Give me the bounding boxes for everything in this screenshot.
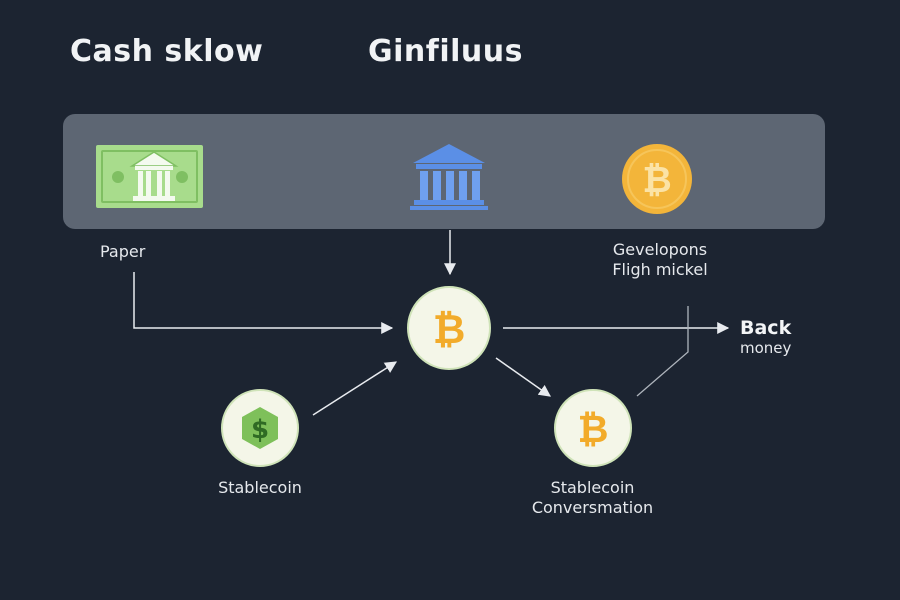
label-stablecoin-conversion-line2: Conversmation: [531, 498, 654, 517]
bitcoin-icon: ₿: [578, 407, 609, 451]
label-stablecoin-conversion-line1: Stablecoin: [550, 478, 635, 497]
label-back: Back: [740, 317, 792, 339]
label-paper: Paper: [100, 242, 146, 261]
label-developons: Gevelopons Fligh mickel: [585, 240, 735, 280]
arrow-hub-to-conversion: [495, 357, 551, 397]
conversion-bitcoin-node: ₿: [554, 389, 632, 467]
label-back-money: Back money: [740, 318, 791, 358]
bitcoin-icon: ₿: [622, 144, 692, 214]
bitcoin-icon: ₿: [433, 307, 466, 353]
banknote-icon: [96, 145, 203, 208]
label-developons-line1: Gevelopons: [612, 240, 708, 259]
label-money: money: [740, 339, 792, 357]
bank-icon: [410, 144, 488, 210]
stablecoin-node: $: [221, 389, 299, 467]
label-stablecoin: Stablecoin: [218, 478, 302, 497]
bitcoin-symbol: ₿: [642, 160, 671, 201]
title-cash-flow: Cash sklow: [70, 34, 264, 69]
label-stablecoin-conversion: Stablecoin Conversmation: [510, 478, 675, 518]
hub-bitcoin-node: ₿: [407, 286, 491, 370]
dollar-symbol: $: [251, 415, 269, 445]
label-developons-line2: Fligh mickel: [612, 260, 708, 279]
stablecoin-icon: [242, 407, 278, 449]
arrow-stablecoin-to-hub: [312, 361, 398, 416]
title-ginfiluus: Ginfiluus: [368, 34, 523, 69]
arrow-paper-to-hub: [133, 272, 394, 334]
line-conversion-to-developons: [636, 306, 689, 397]
